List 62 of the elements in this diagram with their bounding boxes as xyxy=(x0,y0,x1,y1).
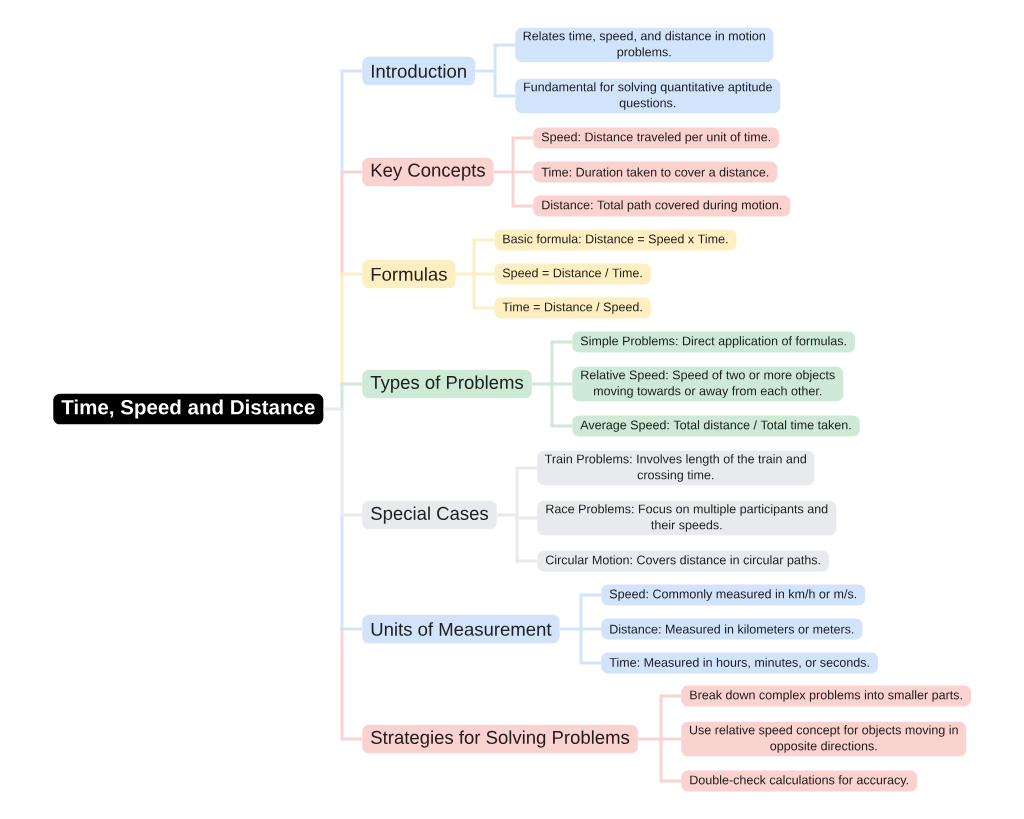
note-box: Distance: Measured in kilometers or meters. xyxy=(601,618,863,640)
connector-line xyxy=(472,272,494,276)
connector-line xyxy=(579,593,601,631)
connector-line xyxy=(550,382,572,428)
connector-line xyxy=(340,69,362,174)
connector-line xyxy=(511,170,533,174)
connector-line xyxy=(472,272,494,310)
note-box: Speed: Commonly measured in km/h or m/s. xyxy=(601,584,866,606)
connector-line xyxy=(659,737,681,783)
note-box: Distance: Total path covered during motion. xyxy=(533,195,791,217)
connector-line xyxy=(340,272,344,386)
note-box: Speed: Distance traveled per unit of time. xyxy=(533,127,780,149)
connector-line xyxy=(340,382,362,386)
connector-line xyxy=(340,170,362,174)
note-box: Time = Distance / Speed. xyxy=(494,297,651,319)
connector-line xyxy=(493,170,513,174)
connector-line xyxy=(659,737,681,741)
note-box: Time: Duration taken to cover a distance. xyxy=(533,161,778,183)
connector-line xyxy=(550,340,572,386)
connector-line xyxy=(511,136,533,174)
connector-line xyxy=(532,382,552,386)
topic-box: Special Cases xyxy=(362,500,497,530)
connector-line xyxy=(493,69,515,98)
note-box: Race Problems: Focus on multiple participants and their speeds. xyxy=(537,500,837,536)
connector-line xyxy=(511,170,533,208)
topic-box: Key Concepts xyxy=(362,157,494,187)
topic-box: Types of Problems xyxy=(362,369,532,399)
connector-line xyxy=(340,382,344,411)
topic-box: Strategies for Solving Problems xyxy=(362,724,638,754)
note-box: Average Speed: Total distance / Total time taken. xyxy=(572,415,860,437)
note-box: Circular Motion: Covers distance in circular paths. xyxy=(537,550,830,572)
connector-line xyxy=(455,272,474,276)
note-box: Fundamental for solving quantitative aptitude questions. xyxy=(515,78,781,114)
connector-line xyxy=(515,466,537,517)
connector-line xyxy=(340,272,362,276)
topic-box: Introduction xyxy=(362,56,476,86)
connector-line xyxy=(579,627,601,665)
note-box: Time: Measured in hours, minutes, or seconds. xyxy=(601,652,879,674)
central-topic-box: Time, Speed and Distance xyxy=(53,393,324,425)
connector-line xyxy=(340,627,362,741)
connector-line xyxy=(472,238,494,276)
note-box: Basic formula: Distance = Speed x Time. xyxy=(494,229,737,251)
connector-line xyxy=(340,513,344,631)
connector-line xyxy=(550,382,572,386)
note-box: Double-check calculations for accuracy. xyxy=(681,770,918,792)
note-box: Train Problems: Involves length of the train and crossing time. xyxy=(537,450,815,486)
connector-line xyxy=(493,43,515,73)
topic-box: Units of Measurement xyxy=(362,614,560,644)
connector-line xyxy=(659,694,681,741)
note-box: Break down complex problems into smaller parts. xyxy=(681,685,972,707)
note-box: Use relative speed concept for objects moving in opposite directions. xyxy=(681,721,967,757)
note-box: Speed = Distance / Time. xyxy=(494,263,651,285)
note-box: Simple Problems: Direct application of formulas. xyxy=(572,331,856,353)
connector-line xyxy=(579,627,601,631)
connector-line xyxy=(638,737,661,741)
connector-line xyxy=(475,69,495,73)
note-box: Relative Speed: Speed of two or more objects moving towards or away from each other. xyxy=(572,366,844,402)
topic-box: Formulas xyxy=(362,259,456,289)
note-box: Relates time, speed, and distance in motion problems. xyxy=(515,27,774,63)
connector-line xyxy=(515,516,537,563)
connector-line xyxy=(559,627,581,631)
connector-line xyxy=(340,627,362,631)
